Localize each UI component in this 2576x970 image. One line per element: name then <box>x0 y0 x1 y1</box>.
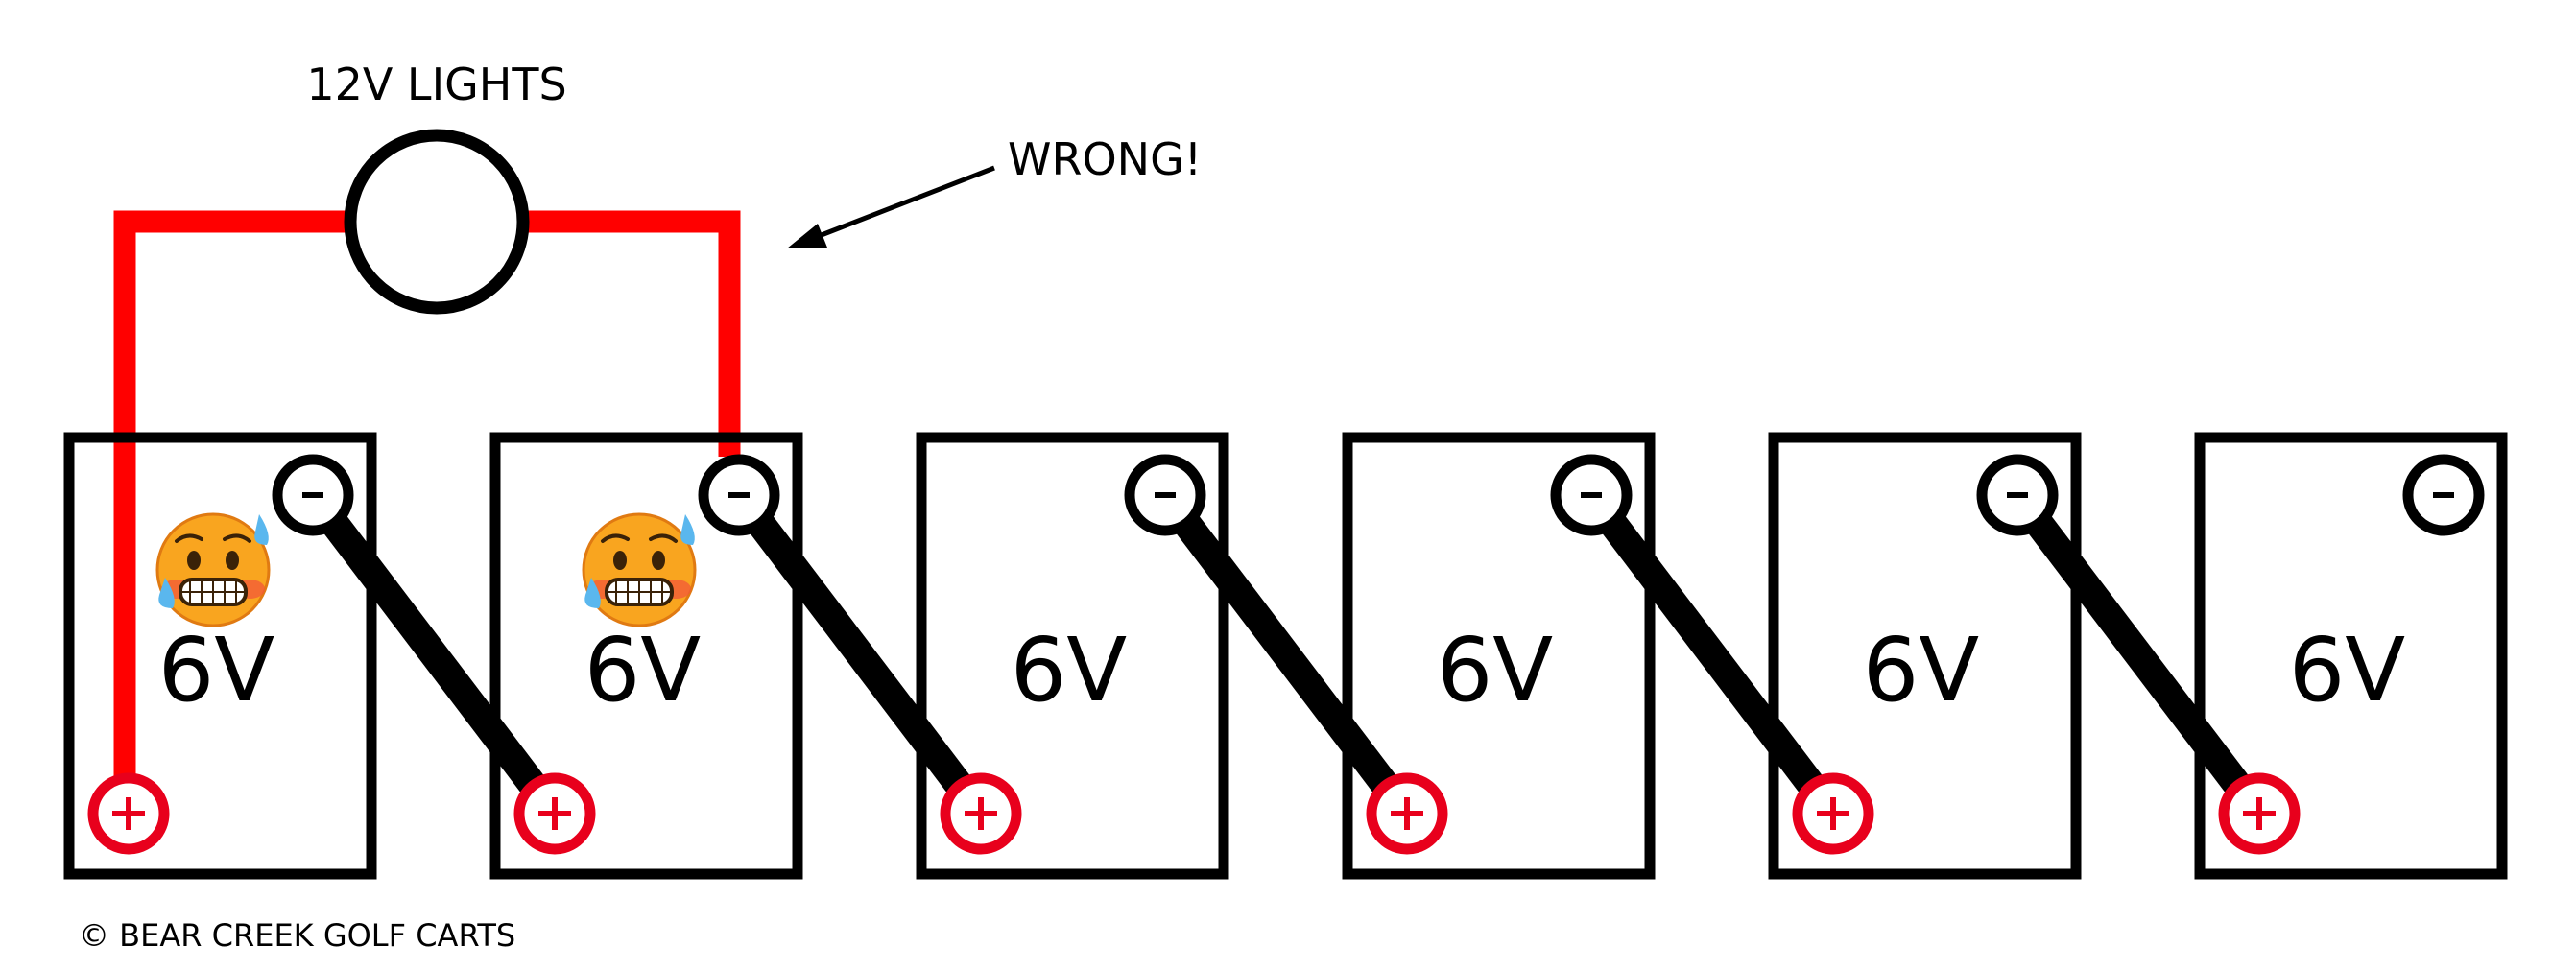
negative-terminal <box>1124 454 1206 536</box>
anxious-face-with-sweat-icon <box>582 512 697 627</box>
battery-voltage-label: 6V <box>1437 619 1554 722</box>
negative-terminal <box>1976 454 2059 536</box>
plus-icon <box>112 797 145 830</box>
battery: 6V <box>489 432 803 880</box>
battery: 6V <box>916 432 1229 880</box>
negative-terminal <box>1550 454 1633 536</box>
battery-casing <box>1768 432 2082 880</box>
battery: 6V <box>2194 432 2508 880</box>
positive-terminal <box>87 772 170 855</box>
battery-voltage-label: 6V <box>584 619 702 722</box>
battery: 6V <box>1768 432 2082 880</box>
positive-terminal <box>513 772 596 855</box>
plus-icon <box>965 797 997 830</box>
battery-voltage-label: 6V <box>2289 619 2406 722</box>
wrong-label: WRONG! <box>1008 133 1202 185</box>
battery: 6V <box>63 432 377 880</box>
battery-voltage-label: 6V <box>1863 619 1980 722</box>
plus-icon <box>538 797 571 830</box>
plus-icon <box>2243 797 2276 830</box>
battery-casing <box>489 432 803 880</box>
plus-icon <box>1817 797 1849 830</box>
battery-voltage-label: 6V <box>158 619 275 722</box>
anxious-face-with-sweat-icon <box>155 512 271 627</box>
negative-terminal <box>698 454 780 536</box>
series-connector-strap <box>2006 485 2271 823</box>
lights-label: 12V LIGHTS <box>306 59 566 110</box>
battery-voltage-label: 6V <box>1011 619 1128 722</box>
battery-casing <box>916 432 1229 880</box>
positive-terminal <box>2218 772 2301 855</box>
positive-terminal <box>1366 772 1448 855</box>
series-connector-strap <box>727 485 992 823</box>
light-bulb <box>344 129 530 315</box>
copyright-label: © BEAR CREEK GOLF CARTS <box>79 917 515 954</box>
battery-casing <box>63 432 377 880</box>
positive-terminal <box>1792 772 1874 855</box>
battery-casing <box>2194 432 2508 880</box>
battery-bank: 6V 6V 6V 6V 6V 6V <box>63 432 2508 880</box>
negative-terminal <box>2402 454 2485 536</box>
positive-terminal <box>940 772 1022 855</box>
battery-casing <box>1342 432 1656 880</box>
lights-wiring <box>113 129 741 787</box>
battery: 6V <box>1342 432 1656 880</box>
wire-right <box>526 210 741 457</box>
arrow-icon <box>787 165 995 248</box>
plus-icon <box>1391 797 1423 830</box>
series-connector-strap <box>301 485 566 823</box>
negative-terminal <box>272 454 354 536</box>
series-connector-strap <box>1580 485 1845 823</box>
series-connector-strap <box>1154 485 1419 823</box>
wire-left <box>113 210 347 787</box>
